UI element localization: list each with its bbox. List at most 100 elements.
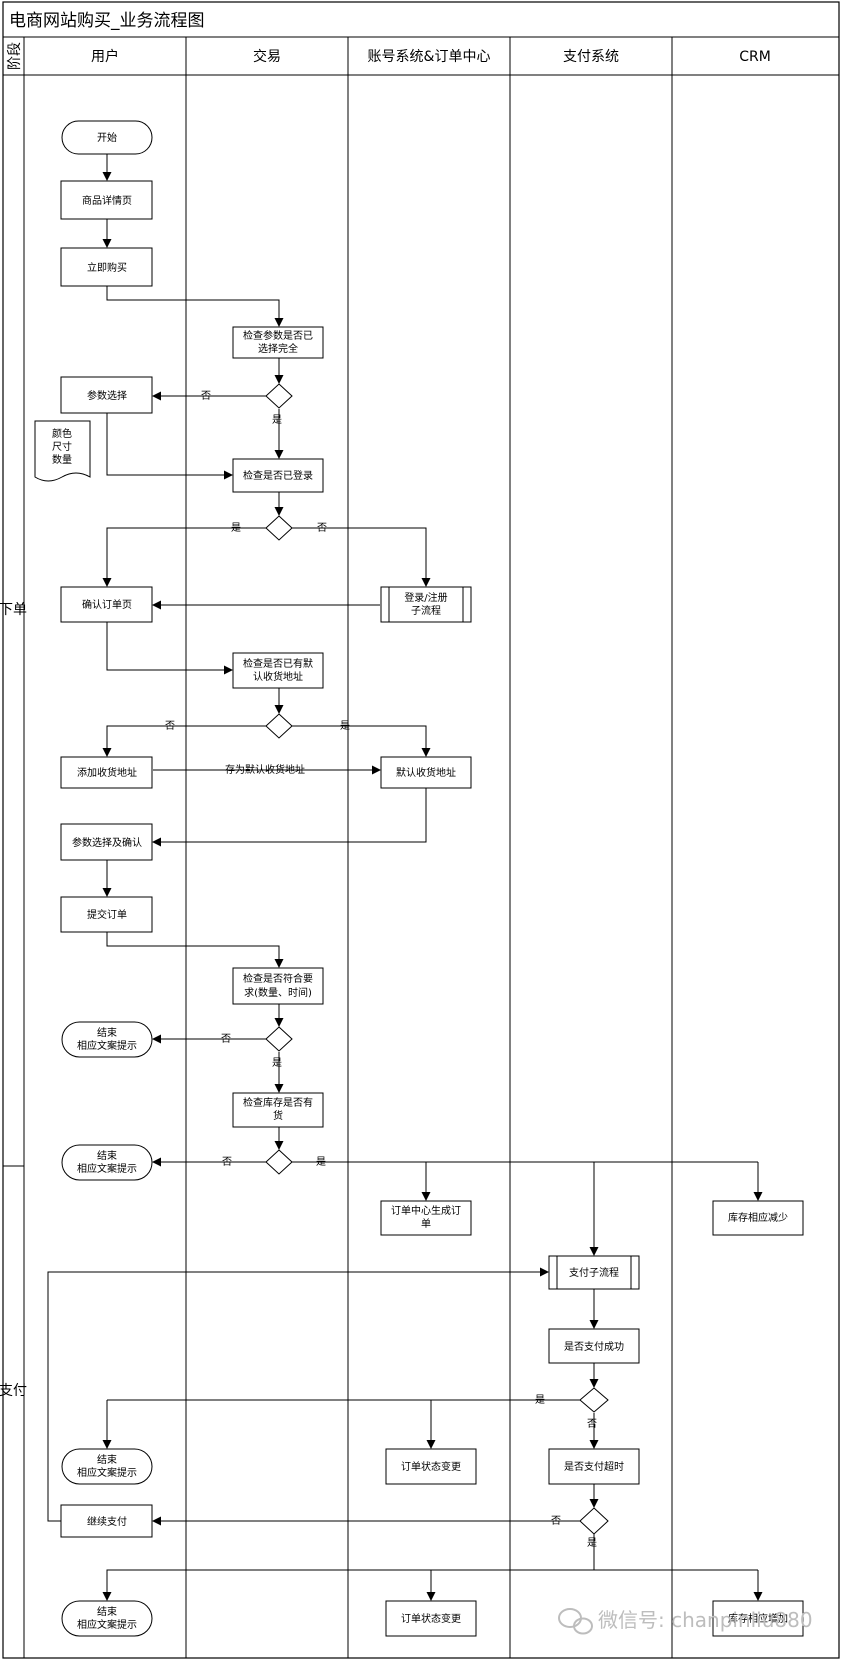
node-confirm-order-page-label: 确认订单页 xyxy=(82,598,132,611)
node-buy-now-label: 立即购买 xyxy=(87,261,127,274)
lane-header-payment: 支付系统 xyxy=(563,49,619,65)
edge-default-param-confirm xyxy=(152,788,427,847)
node-pay-success: 是否支付成功 xyxy=(548,1328,640,1364)
node-param-select-label: 参数选择 xyxy=(87,389,127,402)
decision-requirements xyxy=(265,1026,293,1052)
label-yes-params: 是 xyxy=(272,414,282,426)
watermark: 微信号: chanpinliu880 xyxy=(558,1608,813,1635)
lane-header-crm: CRM xyxy=(739,49,771,65)
edge-addr-yes xyxy=(292,725,431,757)
decision-address xyxy=(265,713,293,739)
edge-buy-check-params xyxy=(106,286,284,327)
node-end-2-line-1: 结束 xyxy=(97,1149,117,1162)
wechat-icon xyxy=(558,1608,593,1635)
node-order-status-1-label: 订单状态变更 xyxy=(401,1460,461,1473)
label-yes-login: 是 xyxy=(231,522,241,534)
phase-header: 阶段 xyxy=(7,42,23,70)
decision-stock xyxy=(265,1149,293,1175)
node-check-login: 检查是否已登录 xyxy=(232,458,324,493)
node-login-register-line-1: 登录/注册 xyxy=(404,591,447,604)
edge-addr-no xyxy=(102,725,266,757)
label-save-default: 存为默认收货地址 xyxy=(225,763,305,776)
node-end-4: 结束 相应文案提示 xyxy=(61,1600,153,1637)
node-end-2-line-2: 相应文案提示 xyxy=(77,1162,137,1175)
node-param-confirm: 参数选择及确认 xyxy=(60,823,153,861)
decision-pay-timeout xyxy=(579,1507,609,1535)
edge-submit-check-req xyxy=(106,932,284,968)
node-check-stock-line-1: 检查库存是否有 xyxy=(243,1096,313,1109)
label-no-req: 否 xyxy=(221,1033,231,1045)
node-order-status-1: 订单状态变更 xyxy=(385,1448,477,1485)
node-login-register-subprocess: 登录/注册 子流程 xyxy=(380,586,472,623)
node-default-address: 默认收货地址 xyxy=(380,756,472,789)
node-order-status-2: 订单状态变更 xyxy=(385,1600,477,1637)
phase-label-pay: 支付 xyxy=(0,1383,27,1399)
node-add-address: 添加收货地址 xyxy=(60,756,153,789)
node-check-login-label: 检查是否已登录 xyxy=(243,469,313,482)
node-check-params: 检查参数是否已 选择完全 xyxy=(232,326,324,359)
node-end-3-line-1: 结束 xyxy=(97,1453,117,1466)
node-generate-order-line-2: 单 xyxy=(421,1218,431,1230)
phase-label-order-1: 下单 xyxy=(0,602,27,618)
edge-login-no xyxy=(292,527,431,587)
label-no-stock: 否 xyxy=(222,1156,232,1168)
edge-continue-pay-loop xyxy=(47,1267,549,1522)
lane-header-account-order: 账号系统&订单中心 xyxy=(368,49,491,65)
node-pay-timeout-label: 是否支付超时 xyxy=(564,1460,624,1473)
node-stock-restore-label: 库存相应增加 xyxy=(728,1612,788,1625)
node-pay-timeout: 是否支付超时 xyxy=(548,1448,640,1485)
node-submit-order-label: 提交订单 xyxy=(87,908,127,921)
node-end-3-line-2: 相应文案提示 xyxy=(77,1466,137,1479)
note-line-3: 数量 xyxy=(52,453,72,466)
decision-params xyxy=(265,383,293,409)
node-end-4-line-2: 相应文案提示 xyxy=(77,1618,137,1631)
label-no-success: 否 xyxy=(587,1418,597,1430)
node-check-requirements: 检查是否符合要 求(数量、时间) xyxy=(232,967,324,1005)
node-end-1-line-2: 相应文案提示 xyxy=(77,1039,137,1052)
node-pay-success-label: 是否支付成功 xyxy=(564,1340,624,1353)
label-no-timeout: 否 xyxy=(551,1515,561,1527)
node-check-stock: 检查库存是否有 货 xyxy=(232,1092,324,1128)
node-check-default-address-line-1: 检查是否已有默 xyxy=(243,657,313,670)
lane-header-trade: 交易 xyxy=(253,48,281,65)
node-product-detail: 商品详情页 xyxy=(60,180,153,220)
node-param-confirm-label: 参数选择及确认 xyxy=(72,836,142,849)
label-yes-timeout: 是 xyxy=(587,1537,597,1549)
node-end-1: 结束 相应文案提示 xyxy=(61,1021,153,1058)
node-confirm-order-page: 确认订单页 xyxy=(60,586,153,623)
node-check-stock-line-2: 货 xyxy=(273,1109,283,1122)
node-generate-order-line-1: 订单中心生成订 xyxy=(391,1204,461,1217)
decision-login xyxy=(265,515,293,541)
label-yes-success: 是 xyxy=(535,1394,545,1406)
node-check-default-address-line-2: 认收货地址 xyxy=(253,670,303,683)
decision-pay-success xyxy=(579,1387,609,1413)
edges xyxy=(47,154,763,1601)
edge-param-select-check-login xyxy=(106,413,233,480)
node-submit-order: 提交订单 xyxy=(60,896,153,933)
node-pay-subprocess: 支付子流程 xyxy=(548,1255,640,1290)
node-continue-pay: 继续支付 xyxy=(60,1504,153,1538)
node-continue-pay-label: 继续支付 xyxy=(87,1515,127,1528)
note-line-2: 尺寸 xyxy=(52,440,72,453)
label-yes-stock: 是 xyxy=(316,1156,326,1168)
diagram-title: 电商网站购买_业务流程图 xyxy=(9,11,205,31)
node-check-params-line-2: 选择完全 xyxy=(258,342,298,355)
lane-header-user: 用户 xyxy=(91,48,119,65)
node-start: 开始 xyxy=(61,120,153,155)
edge-timeout-yes xyxy=(593,1534,758,1571)
edge-yes-end4 xyxy=(102,1569,594,1601)
node-end-1-line-1: 结束 xyxy=(97,1026,117,1039)
node-end-3: 结束 相应文案提示 xyxy=(61,1448,153,1485)
label-no-params: 否 xyxy=(201,390,211,402)
node-product-detail-label: 商品详情页 xyxy=(82,194,132,207)
node-login-register-line-2: 子流程 xyxy=(411,604,441,617)
label-no-login: 否 xyxy=(317,522,327,534)
node-stock-restore: 库存相应增加 xyxy=(712,1600,804,1637)
node-note-document: 颜色 尺寸 数量 xyxy=(34,420,91,482)
label-no-addr: 否 xyxy=(165,720,175,732)
node-default-address-label: 默认收货地址 xyxy=(396,766,456,779)
node-stock-decrease-label: 库存相应减少 xyxy=(728,1211,788,1224)
node-check-params-line-1: 检查参数是否已 xyxy=(243,329,313,342)
